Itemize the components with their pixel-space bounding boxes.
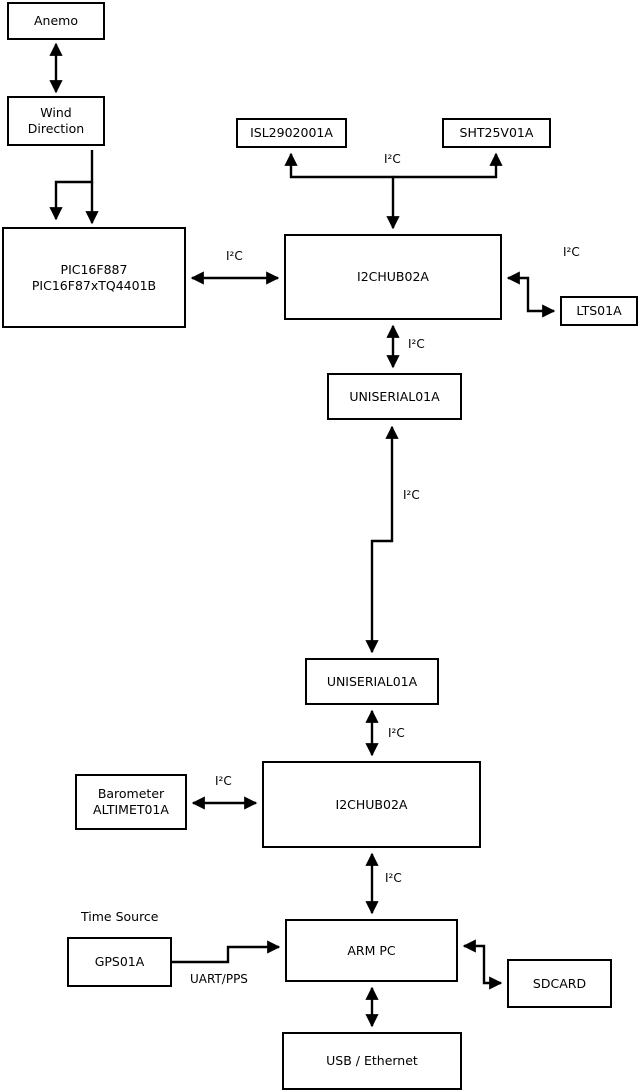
node-i2chub02a-top-label: I2CHUB02A bbox=[357, 269, 429, 285]
node-arm-pc[interactable]: ARM PC bbox=[285, 919, 458, 982]
connector-hubtop-sht bbox=[393, 152, 503, 179]
edge-label-i2c-uniserial-hub2: I²C bbox=[388, 726, 405, 740]
node-pic-mcu-label: PIC16F887 PIC16F87xTQ4401B bbox=[31, 261, 157, 293]
edge-label-i2c-barometer: I²C bbox=[215, 774, 232, 788]
node-i2chub02a-bottom[interactable]: I2CHUB02A bbox=[262, 761, 481, 848]
connector-pic-wind bbox=[49, 150, 94, 221]
node-gps01a-label: GPS01A bbox=[94, 954, 145, 970]
node-uniserial01a-lower[interactable]: UNISERIAL01A bbox=[305, 658, 439, 705]
connector-hubtop-lts bbox=[506, 271, 556, 318]
node-i2chub02a-top[interactable]: I2CHUB02A bbox=[284, 234, 502, 320]
connector-uniserial-up-down bbox=[365, 425, 399, 654]
node-wind-direction-label: Wind Direction bbox=[27, 105, 85, 136]
node-wind-direction[interactable]: Wind Direction bbox=[7, 96, 105, 146]
label-time-source: Time Source bbox=[81, 909, 159, 924]
connector-hubtop-sensorbus bbox=[284, 152, 400, 230]
edge-label-uart-pps: UART/PPS bbox=[190, 972, 248, 986]
edge-label-i2c-hub2-armpc: I²C bbox=[385, 871, 402, 885]
connector-gps-armpc bbox=[172, 940, 281, 964]
node-i2chub02a-bottom-label: I2CHUB02A bbox=[335, 796, 408, 812]
node-sht25v01a[interactable]: SHT25V01A bbox=[442, 118, 551, 148]
node-sht25v01a-label: SHT25V01A bbox=[459, 125, 534, 141]
edge-label-i2c-uniserial-link: I²C bbox=[403, 488, 420, 502]
node-barometer-altimet01a[interactable]: Barometer ALTIMET01A bbox=[75, 774, 187, 830]
node-isl2902001a[interactable]: ISL2902001A bbox=[236, 118, 347, 148]
node-lts01a[interactable]: LTS01A bbox=[560, 296, 638, 326]
node-anemo-label: Anemo bbox=[34, 13, 78, 29]
node-lts01a-label: LTS01A bbox=[576, 303, 622, 319]
connector-armpc-sdcard bbox=[462, 939, 503, 990]
node-usb-ethernet-label: USB / Ethernet bbox=[326, 1053, 418, 1069]
node-sdcard[interactable]: SDCARD bbox=[507, 959, 612, 1008]
edge-label-i2c-pic-hub: I²C bbox=[226, 249, 243, 263]
node-anemo[interactable]: Anemo bbox=[7, 2, 105, 40]
node-uniserial01a-lower-label: UNISERIAL01A bbox=[326, 673, 418, 689]
node-uniserial01a-upper[interactable]: UNISERIAL01A bbox=[327, 373, 462, 420]
node-barometer-altimet01a-label: Barometer ALTIMET01A bbox=[93, 786, 169, 817]
edge-label-i2c-sensor-bus: I²C bbox=[384, 152, 401, 166]
node-usb-ethernet[interactable]: USB / Ethernet bbox=[282, 1032, 462, 1090]
edge-label-i2c-lts: I²C bbox=[563, 245, 580, 259]
node-gps01a[interactable]: GPS01A bbox=[67, 937, 172, 987]
node-arm-pc-label: ARM PC bbox=[347, 942, 396, 958]
node-pic-mcu[interactable]: PIC16F887 PIC16F87xTQ4401B bbox=[2, 227, 186, 328]
node-uniserial01a-upper-label: UNISERIAL01A bbox=[349, 388, 440, 404]
edge-label-i2c-hub-uniserial: I²C bbox=[408, 337, 425, 351]
node-isl2902001a-label: ISL2902001A bbox=[250, 125, 333, 141]
node-sdcard-label: SDCARD bbox=[532, 975, 587, 991]
